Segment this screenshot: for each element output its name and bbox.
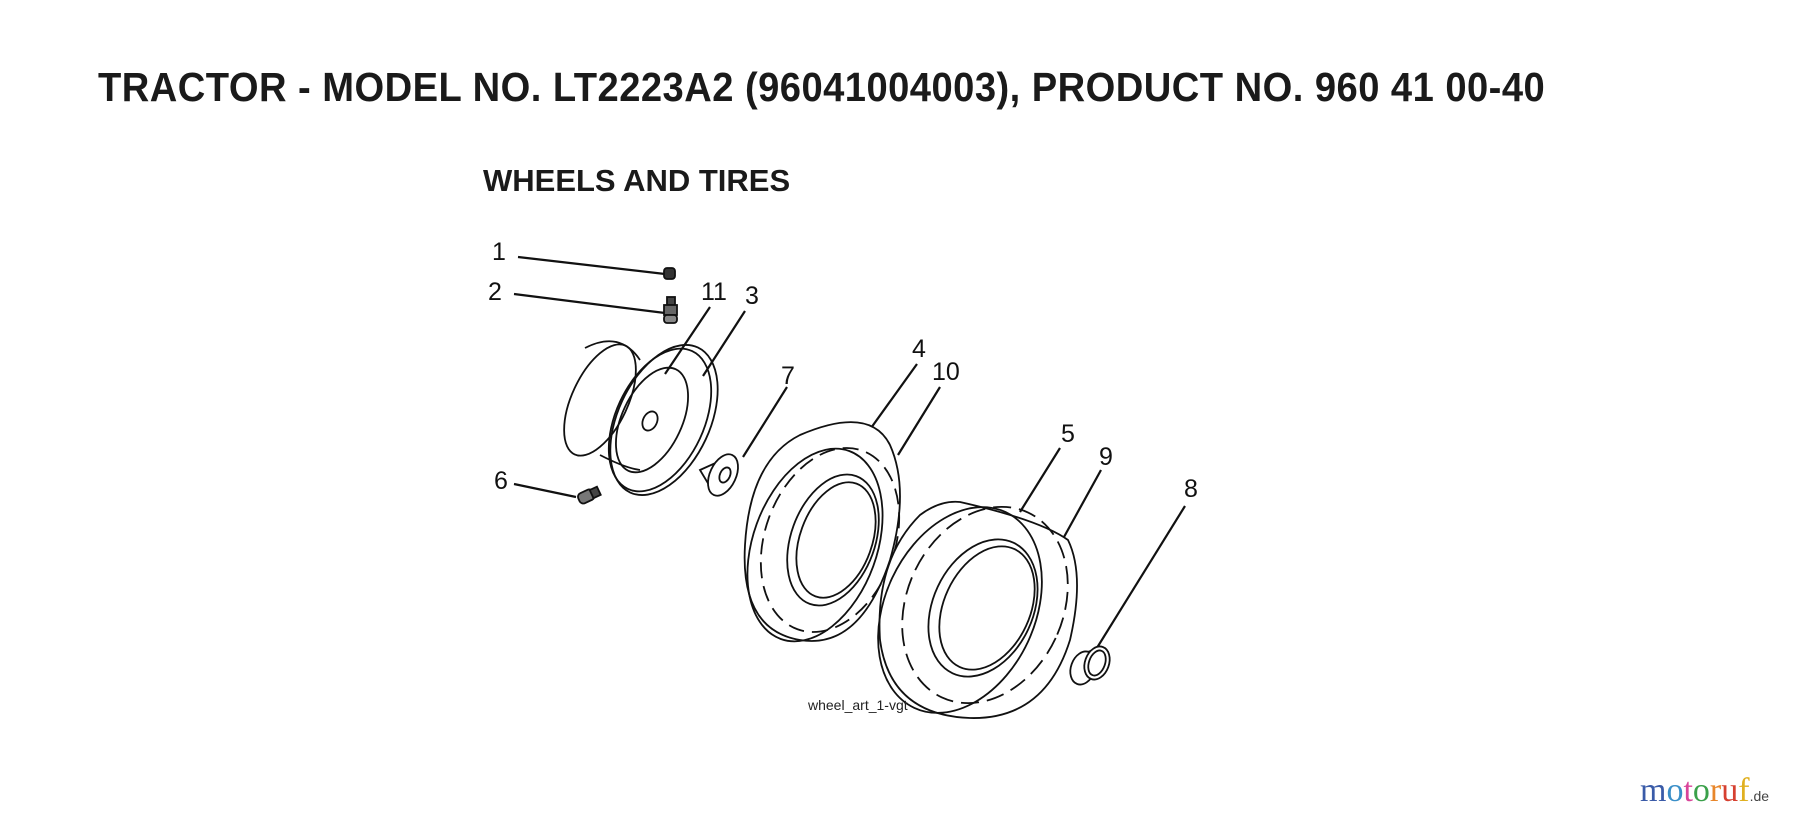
wheel-rim-icon <box>563 340 719 496</box>
section-title: WHEELS AND TIRES <box>483 163 791 198</box>
grease-fitting-icon <box>577 485 602 505</box>
watermark-letter: o <box>1666 772 1684 809</box>
flanged-bushing-icon <box>698 453 739 497</box>
watermark-letter: r <box>1709 772 1722 809</box>
callout-11: 11 <box>701 278 727 306</box>
callout-1: 1 <box>492 238 506 266</box>
callout-9: 9 <box>1099 443 1113 471</box>
watermark-letter: u <box>1721 772 1739 809</box>
callout-7: 7 <box>781 362 795 390</box>
callout-8: 8 <box>1184 475 1198 503</box>
callout-3: 3 <box>745 282 759 310</box>
callout-4: 4 <box>912 335 926 363</box>
watermark-letter: m <box>1640 772 1667 809</box>
leader-lines <box>513 255 1186 652</box>
callout-5: 5 <box>1061 420 1075 448</box>
watermark-tld: .de <box>1749 788 1770 804</box>
watermark-letter: f <box>1738 772 1750 809</box>
watermark-letter: o <box>1692 772 1710 809</box>
page-title: TRACTOR - MODEL NO. LT2223A2 (9604100400… <box>98 64 1546 110</box>
watermark-letter: t <box>1683 772 1693 809</box>
callout-10: 10 <box>932 358 960 386</box>
watermark-logo: motoruf.de <box>1640 774 1769 808</box>
front-tire-icon <box>743 421 901 643</box>
valve-stem-icon <box>663 296 678 324</box>
art-caption: wheel_art_1-vgt <box>808 697 908 713</box>
rear-tire-icon <box>877 500 1078 719</box>
valve-cap-icon <box>663 267 676 280</box>
bushing-icon <box>1069 645 1111 686</box>
callout-6: 6 <box>494 467 508 495</box>
callout-2: 2 <box>488 278 502 306</box>
